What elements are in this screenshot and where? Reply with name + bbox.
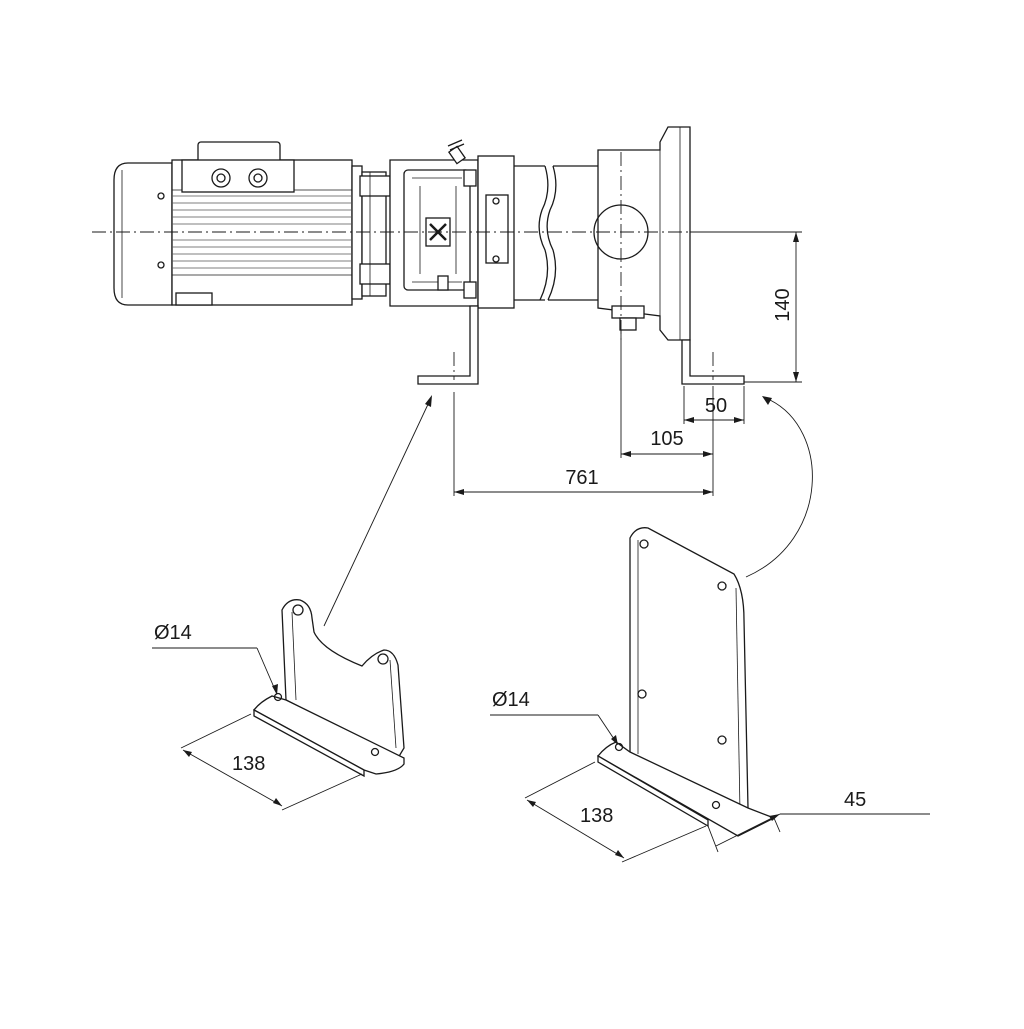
dim-105-label: 105: [650, 428, 683, 450]
pump-base: [593, 126, 691, 341]
dimension-105: 105: [620, 330, 714, 458]
large-bracket-detail: Ø14 138 45: [490, 527, 930, 863]
coupling-housing: [389, 139, 479, 307]
large-bracket-depth-label: 45: [844, 789, 866, 811]
dim-50-label: 50: [705, 395, 727, 417]
detail-leaders: [323, 395, 813, 627]
dimension-761: 761: [453, 392, 714, 496]
small-bracket-detail: Ø14 138: [152, 599, 405, 811]
dim-140-label: 140: [772, 288, 794, 321]
motor-fan-cover: [113, 162, 173, 306]
motor-flange: [359, 171, 391, 297]
large-bracket-width-label: 138: [580, 805, 613, 827]
small-bracket-width-label: 138: [232, 753, 265, 775]
terminal-box: [181, 141, 295, 193]
front-support-bracket-side: [681, 339, 745, 385]
large-bracket-hole-label: Ø14: [492, 689, 530, 711]
small-bracket-hole-label: Ø14: [154, 622, 192, 644]
dim-761-label: 761: [565, 467, 598, 489]
rear-support-bracket-side: [417, 305, 479, 385]
pump-sleeve: [514, 165, 598, 301]
pump-assembly: [92, 126, 800, 385]
dimension-140: 140: [690, 231, 802, 383]
dimension-50: 50: [683, 386, 745, 424]
